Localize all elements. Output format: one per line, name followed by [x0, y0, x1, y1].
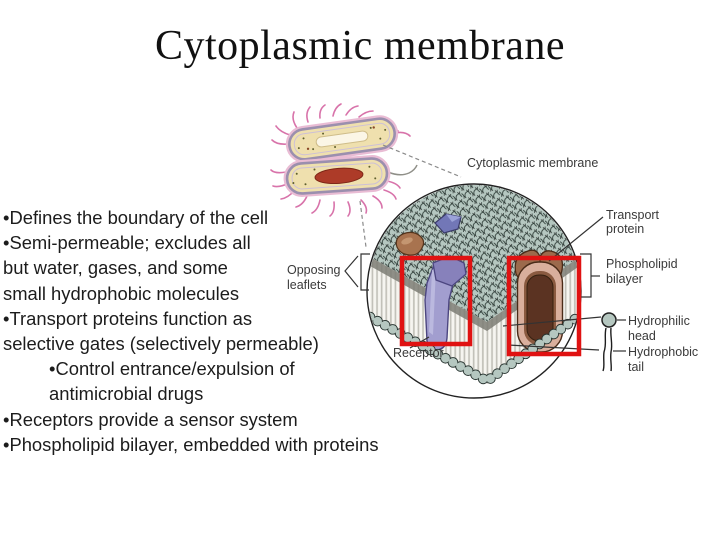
transport-protein-line [548, 216, 604, 262]
surface-protein-facet [446, 214, 461, 222]
opposing-leaflets-bracket [360, 253, 370, 291]
label-transport-protein: Transport protein [606, 208, 663, 236]
bullet-subline: •Control entrance/expulsion of [49, 358, 295, 380]
bullet-line: small hydrophobic molecules [3, 282, 240, 304]
bullet-subline: antimicrobial drugs [49, 383, 204, 405]
cytoplasm-speckles [297, 126, 387, 151]
bullet-line: •Phospholipid bilayer, embedded with pro… [3, 433, 379, 455]
hydrophilic-head-icon [601, 312, 617, 328]
zoom-dashed-line-lower [359, 200, 367, 248]
bullet-list: •Defines the boundary of the cell •Semi-… [3, 205, 413, 457]
lower-leaflet-heads [368, 311, 580, 388]
phospholipid-icon [601, 312, 617, 372]
zoom-dashed-line-upper [382, 144, 462, 178]
label-cytoplasmic-membrane: Cytoplasmic membrane [467, 156, 598, 170]
bullet-line: selective gates (selectively permeable) [3, 333, 319, 355]
bullet-line: •Receptors provide a sensor system [3, 408, 298, 430]
bullet-line: but water, gases, and some [3, 257, 228, 279]
surface-protein-brown [395, 231, 425, 256]
hydrophobic-tail-icon [610, 327, 613, 372]
bullet-line: •Semi-permeable; excludes all [3, 232, 251, 254]
surface-protein-highlight [401, 237, 413, 245]
cytoplasm-speckles [292, 165, 377, 186]
label-opposing-leaflets: Opposing leaflets [287, 263, 344, 292]
nucleoid [314, 167, 364, 185]
label-phospholipid-bilayer: Phospholipid bilayer [606, 257, 681, 286]
highlight-box-receptor [399, 255, 473, 347]
opposing-leaflets-pointer [344, 255, 359, 288]
bacterium-top-half [285, 115, 399, 163]
bacteria-illustration [270, 103, 418, 217]
highlight-box-transport [506, 255, 582, 357]
label-hydrophilic-head: Hydrophilic head [628, 314, 693, 343]
hydrophilic-head-line [502, 316, 602, 327]
label-hydrophobic-tail: Hydrophobic tail [628, 345, 702, 374]
nucleoid-region-light [315, 130, 369, 148]
flagellum [387, 164, 418, 176]
slide-title: Cytoplasmic membrane [154, 23, 566, 69]
hydrophobic-tail-line [507, 344, 600, 351]
label-receptor: Receptor [393, 346, 444, 360]
bacterium-bottom-half [283, 155, 391, 197]
bullet-line: •Defines the boundary of the cell [3, 207, 269, 228]
bullet-line: •Transport proteins function as [3, 307, 253, 329]
hydrophobic-tail-icon [602, 327, 607, 372]
